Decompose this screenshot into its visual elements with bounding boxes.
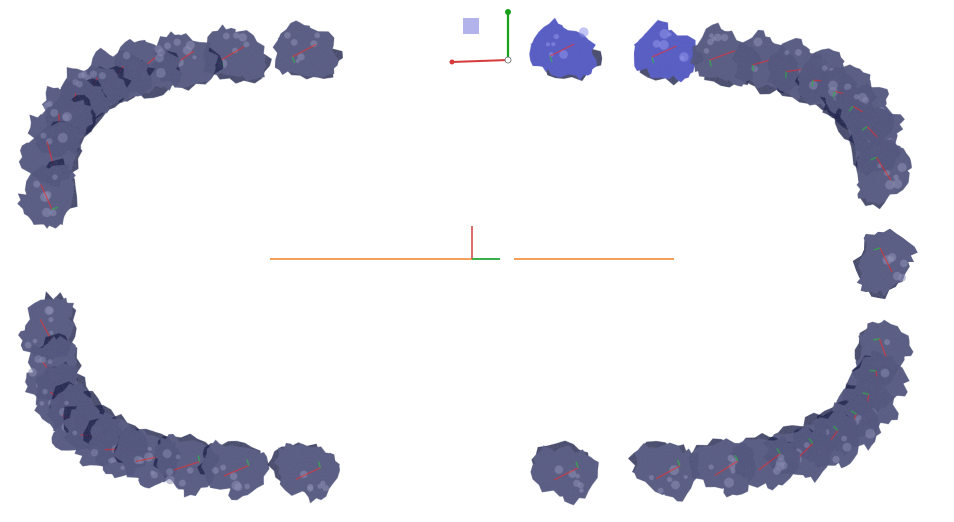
ring-center-axes [270, 226, 674, 260]
protein-subunit[interactable] [192, 17, 274, 89]
protein-subunit[interactable] [529, 440, 606, 510]
protein-ring [7, 13, 924, 511]
protein-subunit[interactable] [266, 439, 346, 510]
gizmo-plane-handle[interactable] [463, 18, 479, 34]
protein-subunit[interactable] [10, 290, 82, 372]
selected-subunit[interactable] [523, 13, 603, 82]
protein-subunit[interactable] [846, 125, 924, 212]
protein-subunit[interactable] [686, 434, 768, 509]
gizmo-x-axis[interactable] [451, 59, 509, 63]
selected-subunit[interactable] [625, 13, 706, 86]
gizmo-x-handle[interactable] [449, 59, 455, 65]
gizmo-origin[interactable] [504, 56, 512, 64]
protein-subunit[interactable] [7, 156, 81, 237]
protein-subunit[interactable] [263, 15, 343, 83]
protein-subunit[interactable] [194, 434, 279, 511]
protein-subunit[interactable] [852, 220, 922, 300]
transform-gizmo[interactable] [449, 9, 512, 65]
gizmo-y-handle[interactable] [505, 9, 511, 15]
protein-subunit[interactable] [627, 437, 709, 508]
